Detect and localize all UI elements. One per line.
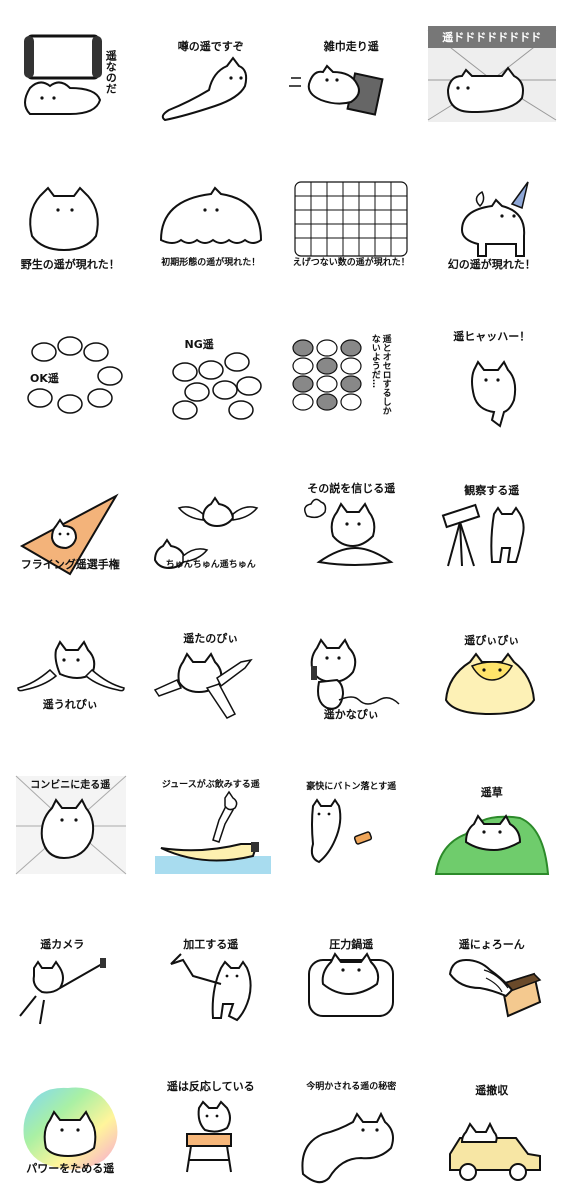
sticker-12-art	[470, 360, 516, 428]
sticker-24-caption: 遥草	[480, 786, 503, 799]
sticker-28[interactable]: 遥にょろーん	[422, 900, 562, 1050]
sticker-20[interactable]: 遥ぴぃぴぃ	[422, 600, 562, 750]
sticker-29-art	[23, 1087, 118, 1170]
sticker-15-caption: その説を信じる遥	[307, 482, 396, 495]
sticker-22-caption: ジュースがぶ飲みする遥	[161, 780, 260, 790]
sticker-17[interactable]: 遥うれぴぃ	[0, 600, 141, 750]
sticker-25-art	[19, 958, 106, 1025]
sticker-18-art	[153, 652, 253, 719]
sticker-9-caption: OK遥	[30, 372, 59, 385]
sticker-11-caption: 遥とオセロするしかないようだ…	[369, 334, 391, 415]
sticker-4-art	[427, 26, 556, 122]
sticker-4[interactable]: 遥ドドドドドドドド	[422, 0, 562, 150]
sticker-22[interactable]: ジュースがぶ飲みする遥	[141, 750, 282, 900]
sticker-10[interactable]: NG遥	[141, 300, 282, 450]
sticker-1-art	[24, 34, 102, 115]
sticker-13-caption: フライング遥選手権	[20, 558, 120, 571]
sticker-29[interactable]: パワーをためる遥	[0, 1050, 141, 1200]
sticker-15-art	[304, 498, 394, 566]
sticker-27-caption: 圧力鍋遥	[329, 938, 374, 951]
sticker-8-caption: 幻の遥が現れた！	[447, 258, 536, 271]
sticker-22-art	[154, 790, 271, 874]
sticker-1[interactable]: 遥なのだ	[0, 0, 141, 150]
sticker-16[interactable]: 観察する遥	[422, 450, 562, 600]
sticker-2[interactable]: 噂の遥ですぞ	[141, 0, 282, 150]
sticker-10-caption: NG遥	[184, 338, 214, 351]
sticker-3-caption: 雑巾走り遥	[323, 40, 379, 53]
sticker-2-art	[161, 56, 247, 122]
sticker-7-art	[294, 181, 408, 257]
sticker-29-caption: パワーをためる遥	[26, 1162, 115, 1175]
sticker-6-caption: 初期形態の遥が現れた！	[161, 258, 261, 268]
sticker-25-caption: 遥カメラ	[40, 938, 85, 951]
sticker-23[interactable]: 豪快にバトン落とす遥	[281, 750, 422, 900]
sticker-21-caption: コンビニに走る遥	[30, 780, 111, 791]
sticker-21-art	[15, 775, 127, 875]
sticker-28-art	[448, 958, 541, 1018]
sticker-25[interactable]: 遥カメラ	[0, 900, 141, 1050]
sticker-32[interactable]: 遥撤収	[422, 1050, 562, 1200]
sticker-32-art	[448, 1121, 541, 1181]
sticker-19-caption: 遥かなぴぃ	[323, 708, 379, 721]
sticker-14[interactable]: ちゅんちゅん遥ちゅん	[141, 450, 282, 600]
sticker-6[interactable]: 初期形態の遥が現れた！	[141, 150, 282, 300]
sticker-11-art	[292, 339, 362, 411]
sticker-6-art	[159, 186, 262, 244]
sticker-30-art	[185, 1100, 232, 1173]
sticker-5-art	[29, 186, 99, 252]
sticker-3[interactable]: 雑巾走り遥	[281, 0, 422, 150]
sticker-24-art	[434, 814, 549, 875]
sticker-9[interactable]: OK遥	[0, 300, 141, 450]
sticker-7-caption: えげつない数の遥が現れた！	[292, 258, 410, 268]
sticker-30[interactable]: 遥は反応している	[141, 1050, 282, 1200]
sticker-2-caption: 噂の遥ですぞ	[177, 40, 244, 53]
sticker-19-art	[310, 638, 400, 710]
sticker-15[interactable]: その説を信じる遥	[281, 450, 422, 600]
sticker-13-art	[19, 493, 119, 576]
sticker-23-caption: 豪快にバトン落とす遥	[306, 782, 397, 792]
sticker-4-caption: 遥ドドドドドドドド	[427, 26, 556, 48]
sticker-11[interactable]: 遥とオセロするしかないようだ…	[281, 300, 422, 450]
sticker-17-caption: 遥うれぴぃ	[42, 698, 98, 711]
sticker-31-art	[301, 1111, 394, 1184]
sticker-3-art	[289, 64, 384, 116]
sticker-13[interactable]: フライング遥選手権	[0, 450, 141, 600]
sticker-32-caption: 遥撤収	[475, 1084, 509, 1097]
sticker-16-art	[441, 503, 525, 567]
sticker-31[interactable]: 今明かされる遥の秘密	[281, 1050, 422, 1200]
sticker-16-caption: 観察する遥	[464, 484, 520, 497]
sticker-21[interactable]: コンビニに走る遥	[0, 750, 141, 900]
sticker-24[interactable]: 遥草	[422, 750, 562, 900]
sticker-10-art	[171, 352, 262, 420]
sticker-14-art	[153, 496, 258, 570]
sticker-5-caption: 野生の遥が現れた！	[20, 258, 120, 271]
sticker-27[interactable]: 圧力鍋遥	[281, 900, 422, 1050]
sticker-12[interactable]: 遥ヒャッハー！	[422, 300, 562, 450]
sticker-7[interactable]: えげつない数の遥が現れた！	[281, 150, 422, 300]
sticker-17-art	[17, 640, 125, 692]
sticker-18-caption: 遥たのぴぃ	[183, 632, 239, 645]
sticker-31-caption: 今明かされる遥の秘密	[306, 1082, 397, 1092]
sticker-19[interactable]: 遥かなぴぃ	[281, 600, 422, 750]
sticker-8[interactable]: 幻の遥が現れた！	[422, 150, 562, 300]
sticker-23-art	[310, 798, 373, 864]
sticker-14-caption: ちゅんちゅん遥ちゅん	[165, 560, 256, 570]
sticker-26-caption: 加工する遥	[183, 938, 239, 951]
sticker-20-art	[444, 652, 535, 716]
sticker-12-caption: 遥ヒャッハー！	[453, 330, 531, 343]
sticker-5[interactable]: 野生の遥が現れた！	[0, 150, 141, 300]
sticker-26[interactable]: 加工する遥	[141, 900, 282, 1050]
sticker-26-art	[169, 953, 252, 1022]
sticker-18[interactable]: 遥たのぴぃ	[141, 600, 282, 750]
sticker-20-caption: 遥ぴぃぴぃ	[464, 634, 520, 647]
sticker-9-art	[27, 336, 123, 414]
sticker-8-art	[460, 181, 529, 257]
sticker-30-caption: 遥は反応している	[166, 1080, 255, 1093]
sticker-28-caption: 遥にょろーん	[458, 938, 525, 951]
sticker-1-caption: 遥なのだ	[104, 50, 118, 94]
sticker-27-art	[308, 952, 394, 1017]
